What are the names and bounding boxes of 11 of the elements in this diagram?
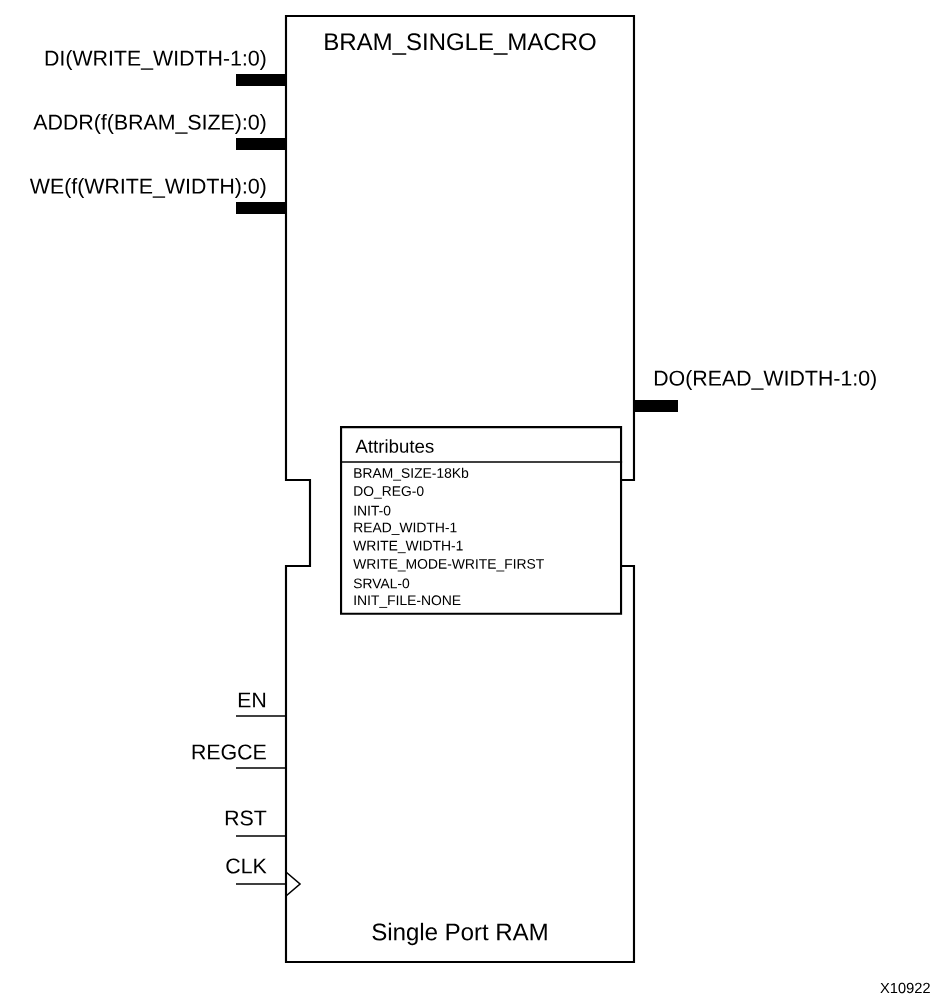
- block-caption: Single Port RAM: [372, 922, 547, 946]
- pin-name: WE(f(WRITE_WIDTH):0): [29, 178, 266, 198]
- pin-name: RST: [225, 810, 267, 826]
- pin-name: DI(WRITE_WIDTH-1:0): [45, 50, 266, 70]
- attributes-heading: Attributes: [355, 439, 434, 453]
- block-title: BRAM_SINGLE_MACRO: [325, 33, 596, 55]
- pin-name: EN: [238, 692, 266, 708]
- pin-name: CLK: [226, 858, 267, 874]
- pin-name: REGCE: [192, 744, 266, 760]
- pin-name: DO(READ_WIDTH-1:0): [654, 370, 876, 390]
- pin-name: ADDR(f(BRAM_SIZE):0): [33, 114, 266, 134]
